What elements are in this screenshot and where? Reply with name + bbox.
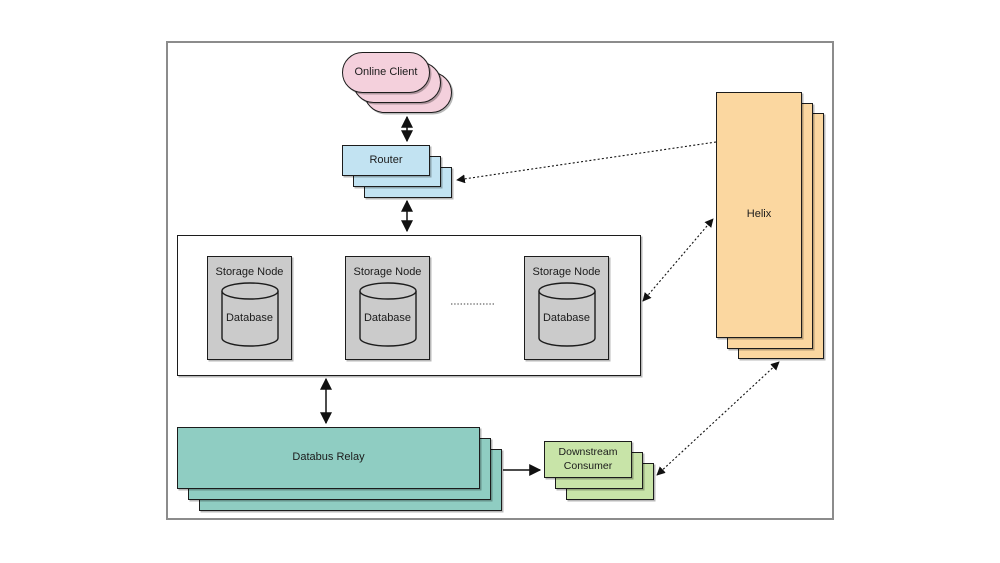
- database-cylinder: Database: [358, 282, 417, 348]
- database-cylinder-shape: [537, 282, 596, 347]
- database-label: Database: [225, 312, 274, 324]
- database-cylinder-shape: [220, 282, 279, 347]
- database-label: Database: [542, 312, 591, 324]
- databus-relay-node: Databus Relay: [177, 427, 480, 489]
- database-label: Database: [363, 312, 412, 324]
- database-cylinder-shape: [358, 282, 417, 347]
- router-node: Router: [342, 145, 430, 176]
- databus-relay-label: Databus Relay: [292, 451, 365, 464]
- online-client-label: Online Client: [354, 65, 418, 78]
- database-cylinder: Database: [220, 282, 279, 348]
- database-cylinder: Database: [537, 282, 596, 348]
- router-label: Router: [369, 153, 403, 166]
- storage-node-label: Storage Node: [532, 266, 601, 278]
- storage-node: Storage Node Database: [524, 256, 609, 360]
- storage-node-label: Storage Node: [215, 266, 284, 278]
- storage-node: Storage Node Database: [207, 256, 292, 360]
- storage-node-label: Storage Node: [353, 266, 422, 278]
- storage-node: Storage Node Database: [345, 256, 430, 360]
- downstream-consumer-label: Downstream Consumer: [558, 446, 618, 472]
- helix-label: Helix: [746, 208, 772, 221]
- storage-cluster-box: Storage Node Database Storage Node Datab…: [177, 235, 641, 376]
- downstream-consumer-node: Downstream Consumer: [544, 441, 632, 478]
- online-client-node: Online Client: [342, 52, 430, 93]
- helix-node: Helix: [716, 92, 802, 338]
